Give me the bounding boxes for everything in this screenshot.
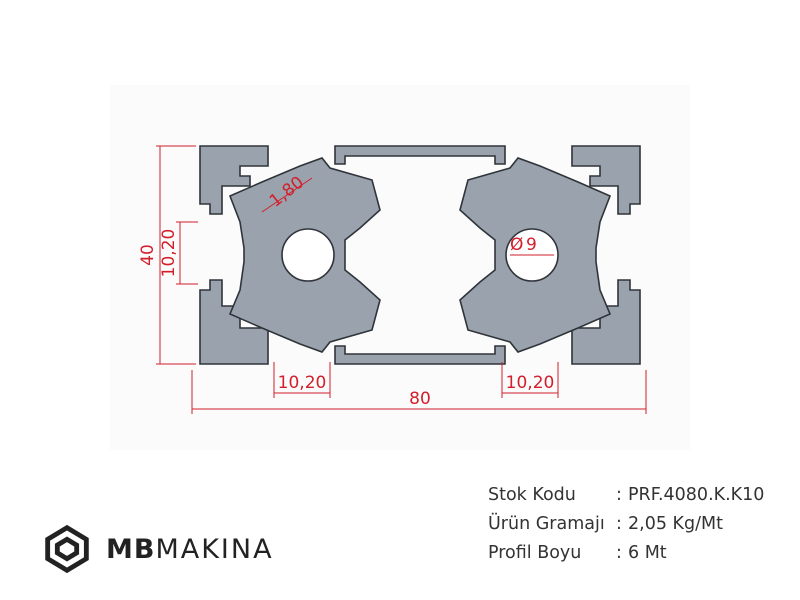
spec-row-weight: Ürün Gramajı : 2,05 Kg/Mt <box>488 510 764 539</box>
dim-height-label: 40 <box>138 244 158 266</box>
spec-row-stock-code: Stok Kodu : PRF.4080.K.K10 <box>488 481 764 510</box>
brand-name: MBMAKINA <box>106 534 274 565</box>
spec-value: 6 Mt <box>628 543 667 563</box>
dim-left-slot-label: 10,20 <box>159 229 179 278</box>
spec-separator: : <box>616 514 622 534</box>
brand-bold: MB <box>106 533 156 565</box>
spec-value: PRF.4080.K.K10 <box>628 485 765 505</box>
dim-width-label: 80 <box>409 389 431 409</box>
company-logo: MBMAKINA <box>38 520 274 578</box>
spec-value: 2,05 Kg/Mt <box>628 514 723 534</box>
dim-hole-label: 9 <box>526 235 537 255</box>
spec-label: Profil Boyu <box>488 543 582 563</box>
spec-separator: : <box>616 543 622 563</box>
spec-row-length: Profil Boyu : 6 Mt <box>488 539 764 568</box>
dim-diameter-symbol: Ø <box>510 235 523 255</box>
aluminium-profile <box>199 145 641 365</box>
profile-cross-section-drawing: 80 40 10,20 10,20 10,20 1,80 Ø 9 <box>138 145 647 414</box>
spec-list: Stok Kodu : PRF.4080.K.K10 Ürün Gramajı … <box>488 481 764 568</box>
dim-bottom-left-slot-label: 10,20 <box>278 373 327 393</box>
spec-label: Stok Kodu <box>488 485 576 505</box>
spec-separator: : <box>616 485 622 505</box>
mb-logo-icon <box>45 524 89 574</box>
dimension-lines <box>156 145 647 414</box>
brand-light: MAKINA <box>155 533 274 565</box>
dim-bottom-right-slot-label: 10,20 <box>506 373 555 393</box>
spec-label: Ürün Gramajı <box>488 514 605 534</box>
